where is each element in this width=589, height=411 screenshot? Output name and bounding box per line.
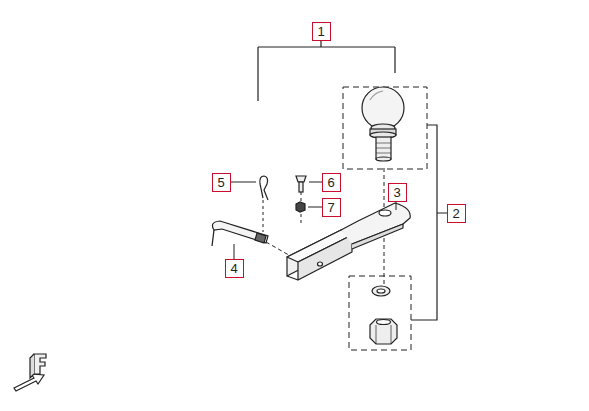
callout-text: 6 [327, 176, 334, 189]
brackets [258, 40, 447, 320]
callout-number: 2 [447, 204, 466, 223]
callout-text: 5 [217, 176, 224, 189]
callout-text: 7 [327, 201, 334, 214]
callout-number: 1 [312, 22, 331, 41]
callout-text: 3 [393, 186, 400, 199]
draw-bar [287, 203, 410, 280]
callout-number: 6 [322, 173, 341, 192]
callout-number: 5 [212, 173, 231, 192]
leader-lines [231, 182, 396, 259]
callout-number: 3 [388, 183, 407, 202]
hairpin-clip [260, 176, 268, 200]
callout-number: 4 [225, 259, 244, 278]
bolt-and-nut [296, 176, 306, 212]
washer-and-nut [370, 286, 397, 344]
hitch-pin [212, 221, 268, 246]
callout-text: 2 [452, 207, 459, 220]
callout-text: 4 [230, 262, 237, 275]
hitch-ball [362, 87, 404, 161]
callout-text: 1 [317, 25, 324, 38]
front-arrow-icon [14, 354, 46, 391]
callout-number: 7 [322, 198, 341, 217]
dashed-frames [263, 87, 427, 350]
